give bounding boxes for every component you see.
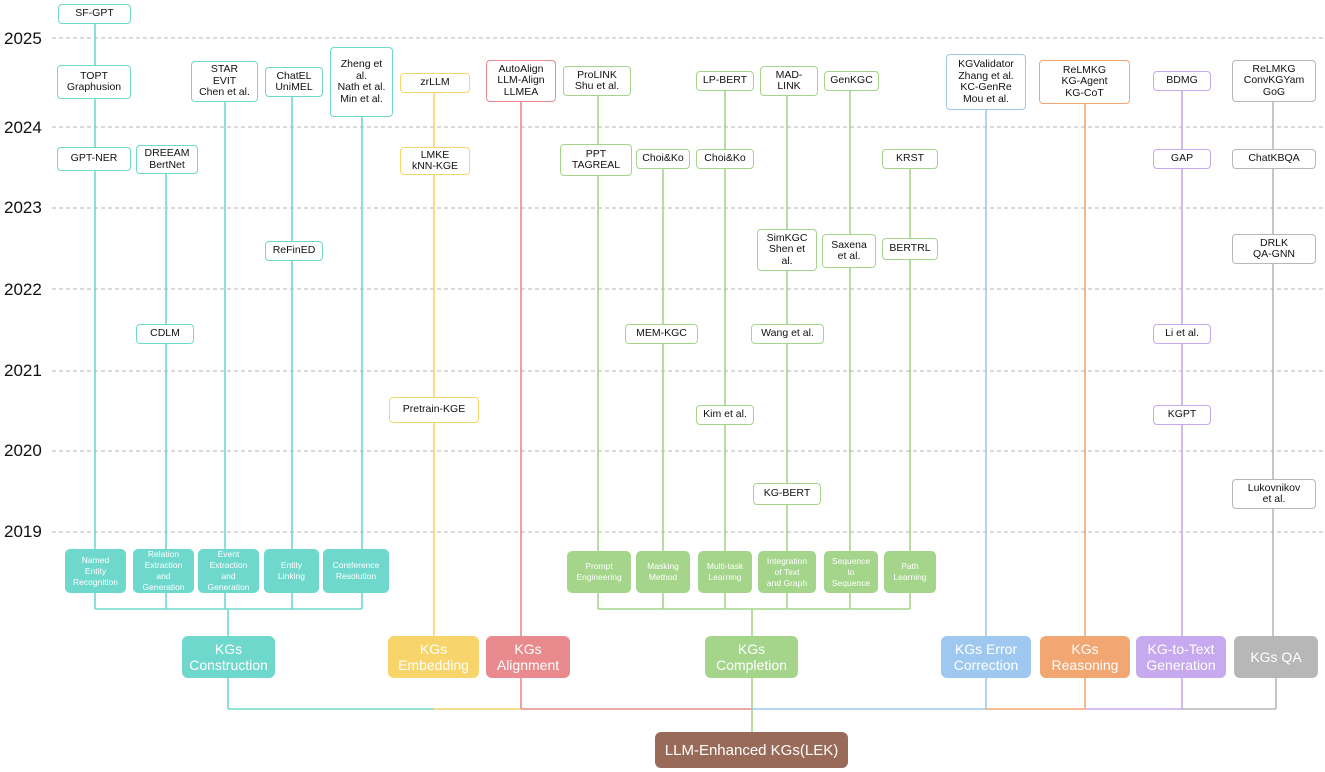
method-box: zrLLM (400, 73, 470, 93)
method-box: LMKE kNN-KGE (400, 147, 470, 175)
category-kgs-error-correction: KGs Error Correction (941, 636, 1031, 678)
subcategory-coreference-resolution: Coreference Resolution (323, 549, 389, 593)
subcategory-event-extraction: Event Extraction and Generation (198, 549, 259, 593)
subcategory-sequence-to-sequence: Sequence to Sequence (824, 551, 878, 593)
method-box: CDLM (136, 324, 194, 344)
method-box: ReFinED (265, 241, 323, 261)
year-label-2025: 2025 (4, 29, 42, 48)
method-box: Choi&Ko (636, 149, 690, 169)
method-box: GAP (1153, 149, 1211, 169)
subcategory-prompt-engineering: Prompt Engineering (567, 551, 631, 593)
year-label-2024: 2024 (4, 118, 42, 137)
method-box: SF-GPT (58, 4, 131, 24)
year-label-2020: 2020 (4, 441, 42, 460)
method-box: Choi&Ko (696, 149, 754, 169)
method-box: DREEAM BertNet (136, 145, 198, 174)
method-box: ReLMKG ConvKGYam GoG (1232, 60, 1316, 102)
method-box: ChatEL UniMEL (265, 67, 323, 97)
method-box: KG-BERT (753, 483, 821, 505)
method-box: Saxena et al. (822, 234, 876, 268)
method-box: Wang et al. (751, 324, 824, 344)
category-kgs-completion: KGs Completion (705, 636, 798, 678)
method-box: Kim et al. (696, 405, 754, 425)
method-box: GenKGC (824, 71, 879, 91)
year-label-2019: 2019 (4, 522, 42, 541)
method-box: DRLK QA-GNN (1232, 234, 1316, 264)
method-box: BERTRL (882, 238, 938, 260)
method-box: MEM-KGC (625, 324, 698, 344)
method-box: Li et al. (1153, 324, 1211, 344)
method-box: LP-BERT (696, 71, 754, 91)
method-box: Zheng et al. Nath et al. Min et al. (330, 47, 393, 117)
method-box: KRST (882, 149, 938, 169)
method-box: AutoAlign LLM-Align LLMEA (486, 60, 556, 102)
year-label-2022: 2022 (4, 280, 42, 299)
year-label-2021: 2021 (4, 361, 42, 380)
method-box: ChatKBQA (1232, 149, 1316, 169)
method-box: Lukovnikov et al. (1232, 479, 1316, 509)
subcategory-path-learning: Path Learning (884, 551, 936, 593)
method-box: ProLINK Shu et al. (563, 66, 631, 96)
method-box: KGValidator Zhang et al. KC-GenRe Mou et… (946, 54, 1026, 110)
year-label-2023: 2023 (4, 198, 42, 217)
method-box: Pretrain-KGE (389, 397, 479, 423)
category-kgs-construction: KGs Construction (182, 636, 275, 678)
method-box: TOPT Graphusion (57, 65, 131, 99)
method-box: BDMG (1153, 71, 1211, 91)
category-kg-to-text-generation: KG-to-Text Generation (1136, 636, 1226, 678)
subcategory-ner: Named Entity Recognition (65, 549, 126, 593)
method-box: MAD- LINK (760, 66, 818, 96)
category-kgs-alignment: KGs Alignment (486, 636, 570, 678)
method-box: PPT TAGREAL (560, 144, 632, 176)
method-box: GPT-NER (57, 147, 131, 171)
category-kgs-qa: KGs QA (1234, 636, 1318, 678)
method-box: STAR EVIT Chen et al. (191, 61, 258, 102)
root-llm-enhanced-kgs: LLM-Enhanced KGs(LEK) (655, 732, 848, 768)
subcategory-entity-linking: Entity Linking (264, 549, 319, 593)
category-kgs-embedding: KGs Embedding (388, 636, 479, 678)
subcategory-multi-task-learning: Multi-task Learning (698, 551, 752, 593)
subcategory-masking-method: Masking Method (636, 551, 690, 593)
subcategory-integration-text-graph: Integration of Text and Graph (758, 551, 816, 593)
method-box: SimKGC Shen et al. (757, 229, 817, 271)
subcategory-relation-extraction: Relation Extraction and Generation (133, 549, 194, 593)
method-box: ReLMKG KG-Agent KG-CoT (1039, 60, 1130, 104)
category-kgs-reasoning: KGs Reasoning (1040, 636, 1130, 678)
method-box: KGPT (1153, 405, 1211, 425)
